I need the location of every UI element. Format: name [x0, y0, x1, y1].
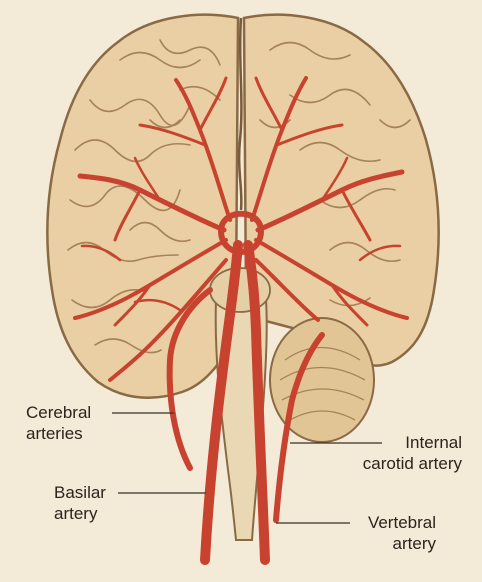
- label-internal-carotid-artery: Internal carotid artery: [363, 432, 462, 474]
- label-vertebral-line2: artery: [392, 534, 436, 553]
- longitudinal-fissure: [237, 17, 243, 211]
- label-basilar-line1: Basilar: [54, 483, 106, 502]
- leader-lines: [112, 412, 382, 524]
- label-carotid-line1: Internal: [405, 433, 462, 452]
- label-carotid-line2: carotid artery: [362, 454, 462, 473]
- label-cerebral-line1: Cerebral: [26, 403, 92, 422]
- label-vertebral-line1: Vertebral: [367, 513, 436, 532]
- label-vertebral-artery: Vertebral artery: [368, 512, 436, 554]
- label-cerebral-arteries: Cerebral arteries: [26, 402, 91, 444]
- label-basilar-line2: artery: [54, 504, 98, 523]
- left-hemisphere: [46, 13, 240, 399]
- label-basilar-artery: Basilar artery: [54, 482, 106, 524]
- arteries: [73, 76, 409, 565]
- cerebellum: [269, 317, 375, 443]
- label-cerebral-line2: arteries: [26, 424, 83, 443]
